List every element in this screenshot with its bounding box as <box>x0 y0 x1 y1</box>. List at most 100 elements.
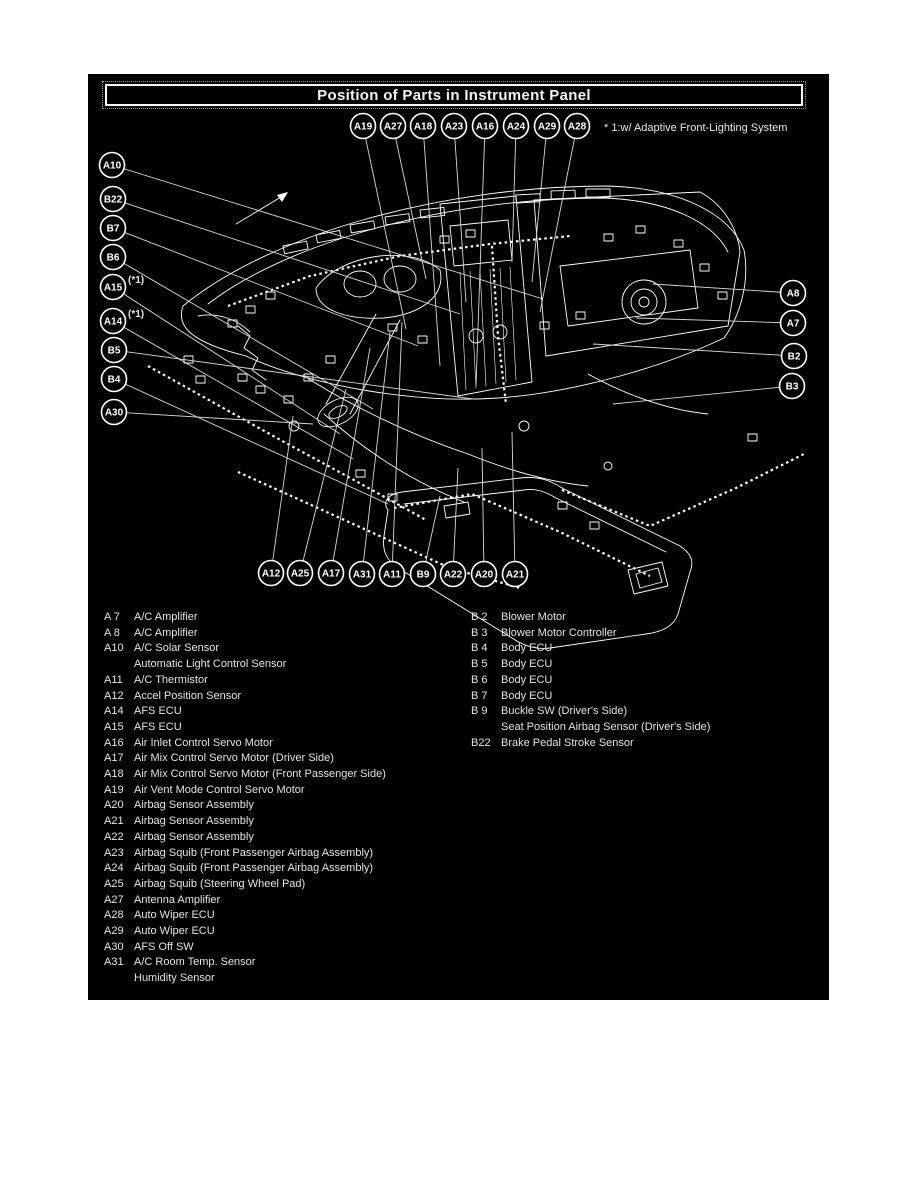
leader-line <box>113 349 474 400</box>
callout-label: A20 <box>475 570 494 581</box>
legend-desc: A/C Room Temp. Sensor <box>134 956 256 969</box>
instrument-panel-diagram: * 1:w/ Adaptive Front-Lighting System A1… <box>98 112 808 649</box>
legend-code: B22 <box>471 736 491 749</box>
callout-circle <box>99 273 127 301</box>
legend-row: A18 Air Mix Control Servo Motor (Front Pa… <box>104 767 466 783</box>
legend-desc: Air Mix Control Servo Motor (Driver Side… <box>134 752 334 765</box>
callout-circle <box>100 398 128 426</box>
legend-code: A 8 <box>104 626 120 639</box>
legend-desc: Air Mix Control Servo Motor (Front Passe… <box>134 768 386 781</box>
legend-code: B 6 <box>471 673 488 686</box>
legend-code: A 7 <box>104 611 120 623</box>
callout-label: A22 <box>444 570 463 581</box>
legend-code: A17 <box>104 752 124 765</box>
legend-desc: A/C Amplifier <box>134 626 198 639</box>
callout-label: B7 <box>107 224 120 235</box>
callout-circle <box>780 342 808 370</box>
legend-desc: Seat Position Airbag Sensor (Driver's Si… <box>501 720 711 733</box>
legend-desc: Body ECU <box>501 673 553 686</box>
leader-line <box>361 331 391 575</box>
leader-line <box>330 347 371 574</box>
legend-row: Humidity Sensor <box>104 971 466 987</box>
leader-line <box>113 411 314 425</box>
center-stack <box>439 195 533 397</box>
legend-code: A25 <box>104 877 124 890</box>
callout-label: B2 <box>788 352 801 363</box>
leader-line <box>112 227 419 347</box>
afs-note: * 1:w/ Adaptive Front-Lighting System <box>604 122 787 134</box>
legend-code: A24 <box>104 862 124 875</box>
callout-circle <box>563 112 591 140</box>
legend-desc: A/C Thermistor <box>134 673 208 686</box>
callout-b6: B6 <box>99 243 374 410</box>
legend-code <box>471 720 501 736</box>
legend-code: A23 <box>104 846 124 859</box>
legend-desc: Airbag Squib (Front Passenger Airbag Ass… <box>134 862 374 875</box>
callout-label: B22 <box>104 195 123 206</box>
callout-label: A15 <box>104 283 123 294</box>
leader-line <box>652 283 794 294</box>
dash-cowl-outline <box>180 185 747 400</box>
legend-code: A15 <box>104 720 124 733</box>
callout-a25: A25 <box>286 388 347 587</box>
legend-desc: Body ECU <box>501 689 553 702</box>
callout-label: A30 <box>105 408 124 419</box>
legend-desc: Auto Wiper ECU <box>134 909 215 922</box>
callout-circle <box>533 112 561 140</box>
legend-code: A12 <box>104 689 124 702</box>
callout-circle <box>501 560 529 588</box>
callout-a8: A8 <box>652 279 807 307</box>
callout-circle <box>440 112 468 140</box>
callout-a23: A23 <box>440 112 468 303</box>
callout-a11: A11 <box>378 321 406 588</box>
callout-circle <box>98 151 126 179</box>
leader-line <box>392 125 427 280</box>
legend-code: A21 <box>104 815 124 828</box>
legend-code: A18 <box>104 768 124 781</box>
legend-desc: Airbag Sensor Assembly <box>134 815 254 828</box>
leader-line <box>113 378 389 505</box>
legend-code <box>104 657 134 673</box>
legend-row: B 6 Body ECU <box>471 673 823 689</box>
leader-line <box>452 467 459 575</box>
legend-code: A16 <box>104 736 124 749</box>
legend-row: A21 Airbag Sensor Assembly <box>104 814 466 830</box>
legend-desc: Body ECU <box>501 658 553 671</box>
leader-line <box>362 125 407 330</box>
legend-desc: Airbag Sensor Assembly <box>134 799 254 812</box>
callout-label: A16 <box>476 122 495 133</box>
callout-a31: A31 <box>348 331 391 588</box>
callout-label: B4 <box>108 375 121 386</box>
callout-a12: A12 <box>257 415 294 587</box>
leader-line <box>511 431 516 575</box>
callout-circle <box>99 307 127 335</box>
callout-label: A10 <box>103 161 122 172</box>
callout-circle <box>502 112 530 140</box>
leader-line <box>391 321 403 575</box>
legend-desc: Airbag Squib (Front Passenger Airbag Ass… <box>134 846 374 859</box>
callout-footnote: (*1) <box>128 275 144 286</box>
callout-label: A25 <box>291 569 310 580</box>
callout-a24: A24 <box>502 112 530 263</box>
leader-line <box>511 125 517 263</box>
leader-line <box>112 198 461 315</box>
leader-line <box>112 256 374 410</box>
legend-desc: Accel Position Sensor <box>134 689 241 702</box>
legend-row: A20 Airbag Sensor Assembly <box>104 798 466 814</box>
legend-code: B 5 <box>471 658 488 671</box>
callout-circle <box>257 559 285 587</box>
callout-circle <box>99 214 127 242</box>
legend-code: A20 <box>104 799 124 812</box>
callout-label: A31 <box>353 570 372 581</box>
leader-line <box>531 125 548 283</box>
passenger-panel <box>533 191 741 357</box>
